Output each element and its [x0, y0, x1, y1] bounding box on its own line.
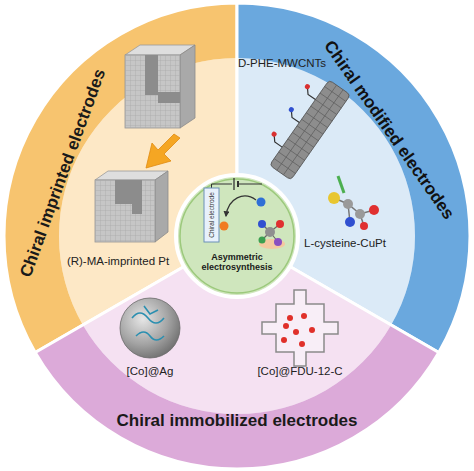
atom [274, 238, 282, 246]
imprint-channel [145, 55, 158, 95]
co-site [299, 341, 305, 347]
phe-chain [271, 87, 319, 147]
atom [258, 220, 266, 228]
center-caption: Asymmetric electrosynthesis [191, 252, 283, 273]
block-mesh [95, 180, 155, 242]
electrode-label: (R)-MA-imprinted Pt [62, 255, 174, 268]
ag-sphere [120, 298, 180, 358]
nanotube-lattice [270, 80, 351, 180]
block-side [180, 45, 195, 128]
electrode-label: [Co]@FDU-12-C [257, 365, 342, 378]
block-mesh [125, 55, 180, 128]
chiral-cavity [115, 180, 142, 214]
ag-nanoparticle [120, 298, 180, 358]
atom [271, 131, 278, 138]
bonds [334, 198, 374, 226]
electrode-label: D-PHE-MWCNTs [238, 57, 326, 70]
sector-heading: Chiral immobilized electrodes [117, 411, 358, 431]
pore-outline [262, 290, 338, 366]
electrode-label: [Co]@Ag [127, 365, 174, 378]
co-site [309, 327, 315, 333]
fdu-pore [262, 290, 338, 366]
sector-divider [35, 236, 439, 469]
surface-bond [338, 176, 344, 193]
co-site [287, 315, 293, 321]
block-front [95, 180, 155, 242]
co-site [301, 313, 307, 319]
co-site [293, 329, 299, 335]
battery-symbol [233, 178, 234, 190]
electrode-text: Chiral electrode [208, 192, 215, 238]
battery-symbol [237, 181, 239, 187]
atom [276, 220, 284, 228]
atom [259, 237, 266, 244]
block-side [155, 171, 168, 242]
block-front [125, 55, 180, 128]
oxygen-atom [360, 222, 368, 230]
electrode-label: L-cysteine-CuPt [304, 237, 386, 250]
atom [304, 83, 311, 90]
co-site [281, 337, 287, 343]
process-arrow [146, 134, 180, 168]
wire [212, 184, 263, 188]
nanotube-body [270, 80, 351, 180]
oxygen-atom [369, 205, 379, 215]
chiral-center [265, 227, 275, 237]
electrode-plate [204, 188, 219, 242]
imprinted-pt-block [95, 171, 168, 242]
co-complex [132, 306, 164, 340]
sulfur-atom [328, 192, 340, 204]
imprinted-pt-block [125, 45, 195, 128]
nitrogen-atom [345, 217, 355, 227]
atom [288, 106, 295, 113]
substrate-dot [257, 198, 266, 207]
center-disc-ring [180, 179, 294, 293]
carbon-atom [355, 209, 365, 219]
sector-band [35, 325, 439, 469]
center-disc [175, 174, 299, 298]
co-site [283, 323, 289, 329]
product-dot [220, 222, 229, 231]
nanotube [256, 70, 350, 180]
center-disc-fill [176, 175, 298, 297]
reaction-arrow [226, 196, 256, 216]
center-circle: Chiral electrodeAsymmetric electrosynthe… [175, 174, 299, 298]
imprint-channel [158, 92, 180, 103]
carbon-atom [343, 199, 353, 209]
cysteine-molecule [328, 176, 379, 230]
